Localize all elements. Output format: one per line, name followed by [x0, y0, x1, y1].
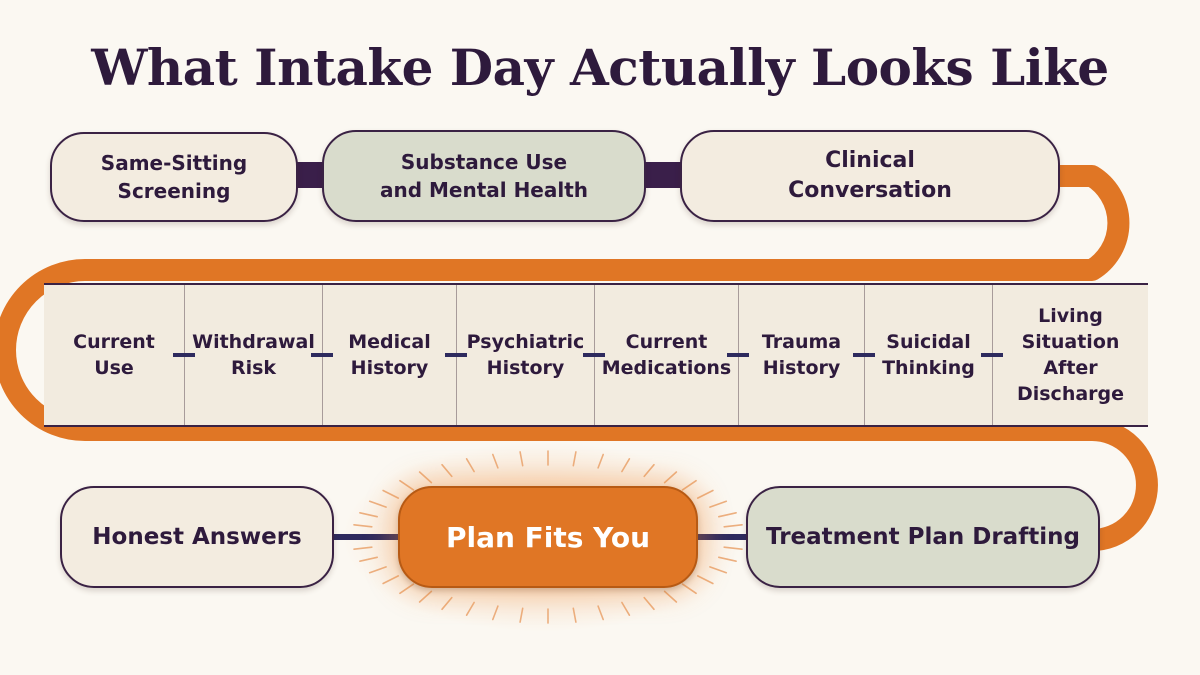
area-label-line: Psychiatric	[466, 331, 585, 353]
area-label-line: Suicidal	[886, 331, 971, 353]
highlight-ray	[491, 453, 499, 469]
area-label-line: Living	[1038, 305, 1103, 327]
highlight-ray	[643, 596, 655, 611]
page-title: What Intake Day Actually Looks Like	[91, 38, 1109, 97]
step-honest-answers: Honest Answers	[60, 486, 334, 588]
highlight-ray	[441, 463, 453, 478]
area-connector	[311, 353, 333, 357]
step-label-line: Conversation	[788, 178, 952, 203]
highlight-ray	[681, 479, 697, 491]
connector-row1-a	[296, 162, 326, 188]
highlight-ray	[359, 556, 379, 563]
highlight-ray	[418, 590, 433, 603]
highlight-ray	[465, 601, 475, 617]
highlight-ray	[723, 523, 743, 528]
connector-row3-a	[332, 534, 400, 540]
step-treatment-plan-drafting: Treatment Plan Drafting	[746, 486, 1100, 588]
highlight-ray	[465, 457, 475, 473]
highlight-ray	[663, 471, 678, 484]
connector-row3-b	[696, 534, 748, 540]
highlight-ray	[643, 463, 655, 478]
area-label-line: Thinking	[882, 357, 975, 379]
step-plan-fits-you: Plan Fits You	[398, 486, 698, 588]
highlight-ray	[382, 489, 400, 499]
highlight-ray	[709, 566, 728, 574]
highlight-ray	[353, 546, 373, 551]
area-label-line: Current	[625, 331, 708, 353]
area-connector	[583, 353, 605, 357]
highlight-ray	[621, 457, 631, 473]
area-label-line: Trauma	[761, 331, 842, 353]
highlight-ray	[399, 479, 415, 491]
area-connector	[853, 353, 875, 357]
highlight-ray	[491, 605, 499, 621]
highlight-rays	[351, 450, 745, 624]
highlight-ray	[572, 607, 577, 623]
step-label-line: Same-Sitting	[100, 151, 248, 175]
connector-row1-b	[643, 162, 681, 188]
highlight-ray	[572, 451, 577, 467]
area-label-line: Medical	[348, 331, 431, 353]
area-living-situation-after-discharge: Living Situation After Discharge	[992, 285, 1148, 425]
highlight-ray	[399, 583, 415, 595]
highlight-ray	[597, 453, 605, 469]
highlight-ray	[368, 500, 387, 508]
area-label-line: History	[762, 357, 841, 379]
highlight-ray	[717, 511, 737, 518]
step-label-line: and Mental Health	[379, 178, 589, 202]
step-label-line: Honest Answers	[92, 524, 302, 550]
highlight-ray	[717, 556, 737, 563]
highlight-ray	[382, 575, 400, 585]
highlight-ray	[681, 583, 697, 595]
area-label-line: History	[486, 357, 565, 379]
step-label-line: Screening	[117, 179, 231, 203]
highlight-ray	[663, 590, 678, 603]
step-label-line: Clinical	[825, 148, 915, 173]
highlight-ray	[368, 566, 387, 574]
highlight-ray	[709, 500, 728, 508]
highlight-ray	[519, 451, 524, 467]
area-label-line: Withdrawal	[192, 331, 315, 353]
highlight-ray	[696, 575, 714, 585]
area-label-line: History	[350, 357, 429, 379]
step-clinical-conversation: Clinical Conversation	[680, 130, 1060, 222]
area-label-line: Discharge	[1016, 383, 1125, 405]
highlight-ray	[723, 546, 743, 551]
area-connector	[727, 353, 749, 357]
highlight-ray	[597, 605, 605, 621]
step-label-line: Substance Use	[400, 150, 568, 174]
flow-path	[0, 165, 1158, 551]
area-connector	[981, 353, 1003, 357]
area-label-line: Current	[73, 331, 155, 353]
area-label-line: Risk	[230, 357, 277, 379]
area-label-line: Use	[94, 357, 134, 379]
highlight-ray	[441, 596, 453, 611]
highlight-ray	[353, 523, 373, 528]
area-label-line: Medications	[601, 357, 732, 379]
step-same-sitting-screening: Same-Sitting Screening	[50, 132, 298, 222]
area-connector	[445, 353, 467, 357]
step-substance-use-mental-health: Substance Use and Mental Health	[322, 130, 646, 222]
highlight-ray	[621, 601, 631, 617]
step-label-line: Plan Fits You	[445, 520, 651, 554]
highlight-ray	[359, 511, 379, 518]
step-label-line: Treatment Plan Drafting	[766, 524, 1080, 550]
area-connector	[173, 353, 195, 357]
highlight-ray	[519, 607, 524, 623]
area-label-line: Situation	[1021, 331, 1120, 353]
highlight-ray	[418, 471, 433, 484]
area-label-line: After	[1043, 357, 1098, 379]
highlight-ray	[696, 489, 714, 499]
